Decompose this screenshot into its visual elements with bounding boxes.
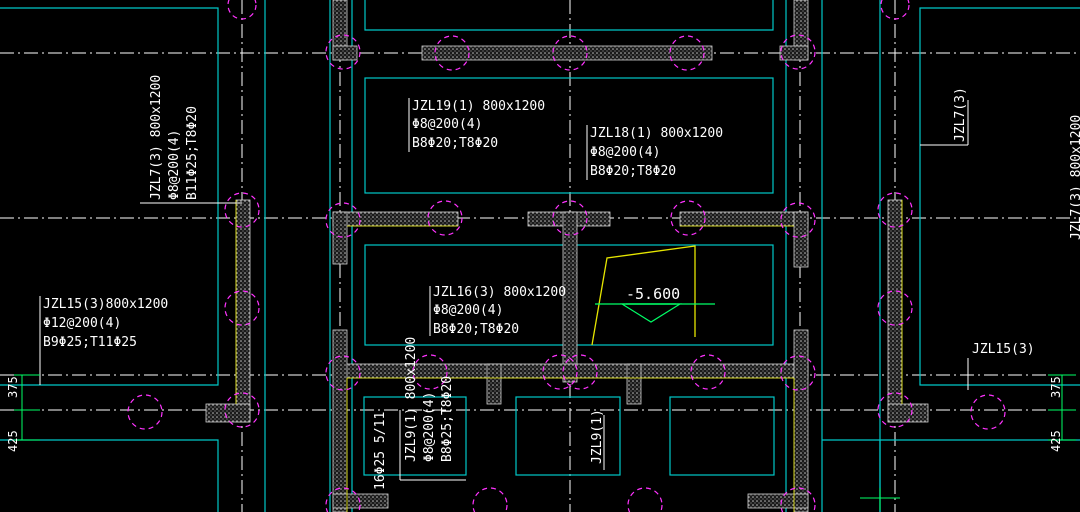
leader-lines [39,98,969,481]
jzl16-rebar: B8Φ20;T8Φ20 [433,322,519,337]
jzl18-stirrup: Φ8@200(4) [590,145,660,160]
rebar-note: 16Φ25 5/11 [373,412,388,490]
jzl15-title: JZL15(3)800x1200 [43,297,168,312]
jzl18-rebar: B8Φ20;T8Φ20 [590,164,676,179]
jzl16-title: JZL16(3) 800x1200 [433,285,566,300]
jzl7-right-cut-label: JZL7(3) 800x1200 [1069,115,1080,240]
jzl9-title: JZL9(1) 800x1200 [404,337,419,462]
jzl7-right-label: JZL7(3) [953,87,968,142]
jzl19-stirrup: Φ8@200(4) [412,117,482,132]
dimension-425-left: 425 [6,430,20,452]
jzl15-right-label: JZL15(3) [972,342,1035,357]
dimension-375-right: 375 [1049,376,1063,398]
pile-circles [127,0,1006,512]
jzl7-rebar: B11Φ25;T8Φ20 [185,106,200,200]
elevation-marker [591,245,715,346]
jzl15-rebar: B9Φ25;T11Φ25 [43,335,137,350]
jzl16-stirrup: Φ8@200(4) [433,303,503,318]
jzl19-title: JZL19(1) 800x1200 [412,99,545,114]
jzl19-rebar: B8Φ20;T8Φ20 [412,136,498,151]
wall-edge-lines [235,200,903,512]
jzl15-stirrup: Φ12@200(4) [43,316,121,331]
jzl9-stirrup: Φ8@200(4) [422,392,437,462]
concrete-walls [205,0,929,512]
elevation-value: -5.600 [626,285,680,303]
jzl7-stirrup: Φ8@200(4) [167,130,182,200]
jzl7-title: JZL7(3) 800x1200 [149,75,164,200]
jzl18-title: JZL18(1) 800x1200 [590,126,723,141]
jzl9-rebar: B8Φ25;T8Φ20 [440,376,455,462]
dimension-425-right: 425 [1049,430,1063,452]
jzl9-short-label: JZL9(1) [590,409,605,464]
dimension-375-left: 375 [6,376,20,398]
dimension-lines [14,374,1076,510]
